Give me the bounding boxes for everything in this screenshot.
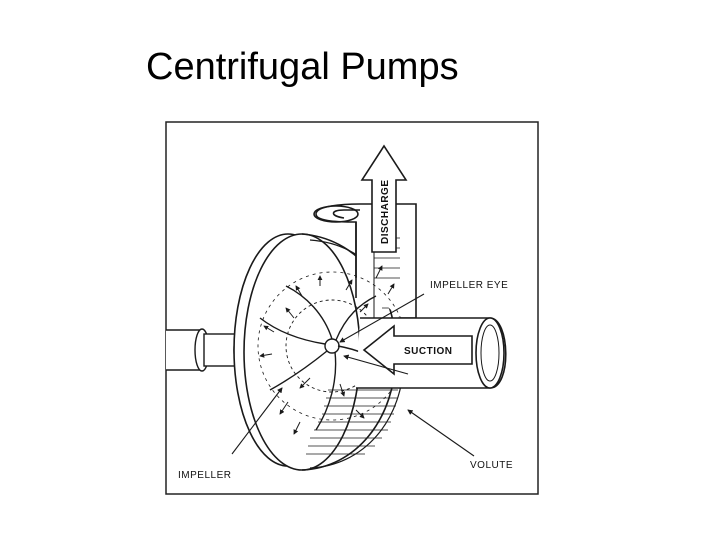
pump-illustration: DISCHARGE <box>165 121 539 495</box>
slide-title: Centrifugal Pumps <box>146 46 459 88</box>
diagram-frame <box>165 121 539 495</box>
suction-arrow: SUCTION <box>362 324 473 376</box>
label-leaders <box>231 293 475 457</box>
impeller-eye-label: IMPELLER EYE <box>430 280 508 291</box>
discharge-arrow: DISCHARGE <box>360 144 408 253</box>
volute-label: VOLUTE <box>470 460 513 471</box>
impeller-label: IMPELLER <box>178 470 231 481</box>
suction-label: SUCTION <box>404 346 453 357</box>
centrifugal-pump-diagram: DISCHARGE <box>160 118 542 498</box>
discharge-label: DISCHARGE <box>380 179 391 244</box>
